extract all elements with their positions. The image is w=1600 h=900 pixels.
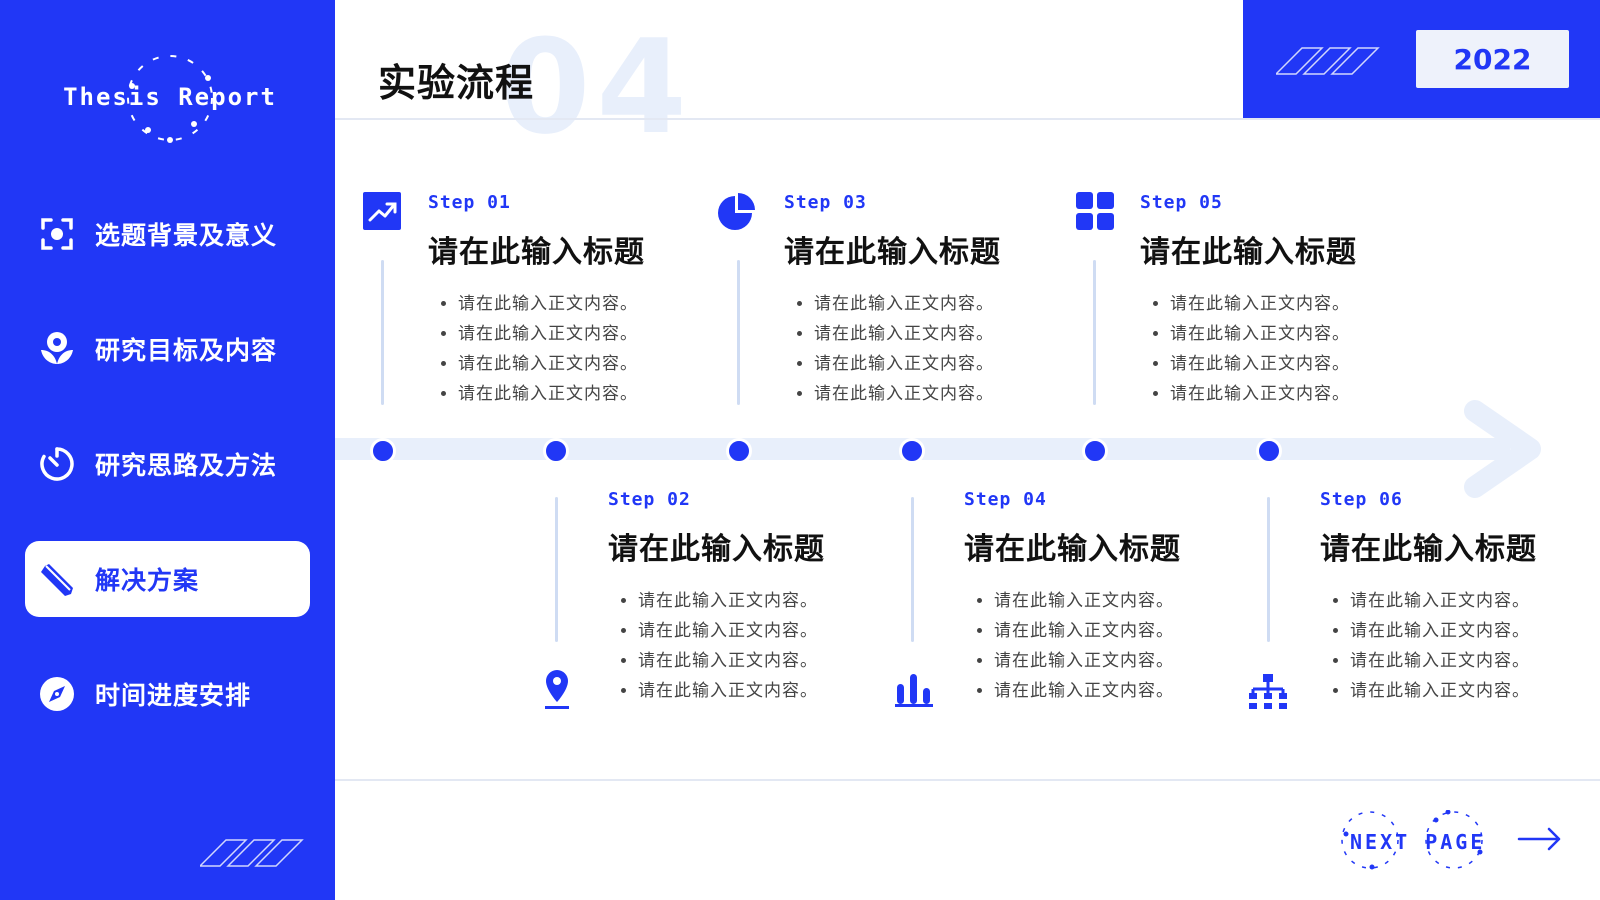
logo: Thesis Report [50, 52, 290, 144]
list-item: 请在此输入正文内容。 [994, 646, 1284, 676]
list-item: 请在此输入正文内容。 [994, 586, 1284, 616]
menu-item-solution[interactable]: 解决方案 [25, 541, 310, 617]
pencil-icon [37, 559, 77, 599]
page-title: 实验流程 [378, 61, 535, 105]
step-label: Step 02 [608, 489, 691, 510]
step-label: Step 03 [784, 192, 867, 213]
year-panel: 2022 [1243, 0, 1600, 118]
logo-text: Thesis Report [63, 83, 277, 111]
list-item: 请在此输入正文内容。 [458, 379, 748, 409]
step-bullets: 请在此输入正文内容。 请在此输入正文内容。 请在此输入正文内容。 请在此输入正文… [1140, 289, 1460, 409]
timeline-dot-step-03 [726, 438, 752, 464]
pie-chart-icon [718, 192, 758, 232]
list-item: 请在此输入正文内容。 [1170, 289, 1460, 319]
menu-item-label: 解决方案 [95, 566, 200, 595]
timeline-dot-step-02 [543, 438, 569, 464]
header-divider [335, 118, 1600, 120]
grid-icon [1076, 192, 1116, 232]
menu-item-label: 研究思路及方法 [95, 451, 278, 480]
list-item: 请在此输入正文内容。 [638, 646, 928, 676]
bar-chart-icon [895, 670, 935, 710]
flower-icon [37, 329, 77, 369]
logo-ring-decoration [127, 55, 213, 143]
section-number-watermark: 04 [500, 11, 693, 163]
timeline-dot-step-04 [899, 438, 925, 464]
list-item: 请在此输入正文内容。 [994, 676, 1284, 706]
timer-icon [37, 444, 77, 484]
next-page-ring-decoration [1341, 810, 1483, 870]
list-item: 请在此输入正文内容。 [638, 586, 928, 616]
step-bullets: 请在此输入正文内容。 请在此输入正文内容。 请在此输入正文内容。 请在此输入正文… [608, 586, 928, 706]
step-connector [555, 497, 558, 642]
list-item: 请在此输入正文内容。 [1350, 646, 1590, 676]
step-title: 请在此输入标题 [608, 532, 825, 567]
list-item: 请在此输入正文内容。 [1170, 319, 1460, 349]
list-item: 请在此输入正文内容。 [994, 616, 1284, 646]
step-04: Step 04 请在此输入标题 请在此输入正文内容。 请在此输入正文内容。 请在… [964, 489, 1284, 706]
step-01: Step 01 请在此输入标题 请在此输入正文内容。 请在此输入正文内容。 请在… [428, 192, 748, 409]
step-bullets: 请在此输入正文内容。 请在此输入正文内容。 请在此输入正文内容。 请在此输入正文… [1320, 586, 1590, 706]
step-05: Step 05 请在此输入标题 请在此输入正文内容。 请在此输入正文内容。 请在… [1140, 192, 1460, 409]
list-item: 请在此输入正文内容。 [814, 319, 1104, 349]
footer-divider [335, 779, 1600, 781]
step-label: Step 05 [1140, 192, 1223, 213]
step-bullets: 请在此输入正文内容。 请在此输入正文内容。 请在此输入正文内容。 请在此输入正文… [428, 289, 748, 409]
arrow-right-icon [1517, 827, 1561, 851]
next-page-label: NEXT PAGE [1350, 830, 1486, 854]
step-title: 请在此输入标题 [1140, 235, 1357, 270]
list-item: 请在此输入正文内容。 [814, 379, 1104, 409]
step-title: 请在此输入标题 [964, 532, 1181, 567]
step-bullets: 请在此输入正文内容。 请在此输入正文内容。 请在此输入正文内容。 请在此输入正文… [964, 586, 1284, 706]
step-connector [1093, 260, 1096, 405]
list-item: 请在此输入正文内容。 [458, 349, 748, 379]
compass-icon [37, 674, 77, 714]
step-label: Step 06 [1320, 489, 1403, 510]
menu-item-schedule[interactable]: 时间进度安排 [25, 656, 310, 732]
list-item: 请在此输入正文内容。 [638, 676, 928, 706]
timeline-dot-step-06 [1256, 438, 1282, 464]
step-title: 请在此输入标题 [784, 235, 1001, 270]
stripes-decoration [1276, 47, 1380, 75]
menu-item-goals[interactable]: 研究目标及内容 [25, 311, 310, 387]
list-item: 请在此输入正文内容。 [1350, 616, 1590, 646]
step-03: Step 03 请在此输入标题 请在此输入正文内容。 请在此输入正文内容。 请在… [784, 192, 1104, 409]
list-item: 请在此输入正文内容。 [458, 289, 748, 319]
step-title: 请在此输入标题 [1320, 532, 1537, 567]
list-item: 请在此输入正文内容。 [638, 616, 928, 646]
org-chart-icon [1249, 674, 1289, 714]
step-02: Step 02 请在此输入标题 请在此输入正文内容。 请在此输入正文内容。 请在… [608, 489, 928, 706]
next-page-button[interactable]: NEXT PAGE [1336, 810, 1586, 870]
list-item: 请在此输入正文内容。 [1170, 349, 1460, 379]
step-connector [911, 497, 914, 642]
sidebar: Thesis Report 选题背景及意义 研究目标及内容 [0, 0, 335, 900]
list-item: 请在此输入正文内容。 [1170, 379, 1460, 409]
step-connector [737, 260, 740, 405]
location-pin-icon [538, 668, 578, 709]
stripes-decoration [200, 839, 304, 867]
list-item: 请在此输入正文内容。 [458, 319, 748, 349]
menu-item-label: 时间进度安排 [95, 681, 252, 710]
timeline-dot-step-01 [370, 438, 396, 464]
menu-item-background[interactable]: 选题背景及意义 [25, 196, 310, 272]
step-title: 请在此输入标题 [428, 235, 645, 270]
menu-item-label: 研究目标及内容 [95, 336, 278, 365]
menu-item-methods[interactable]: 研究思路及方法 [25, 426, 310, 502]
step-connector [381, 260, 384, 405]
step-label: Step 01 [428, 192, 511, 213]
list-item: 请在此输入正文内容。 [814, 289, 1104, 319]
list-item: 请在此输入正文内容。 [1350, 586, 1590, 616]
scan-focus-icon [37, 214, 77, 254]
step-label: Step 04 [964, 489, 1047, 510]
step-06: Step 06 请在此输入标题 请在此输入正文内容。 请在此输入正文内容。 请在… [1320, 489, 1590, 706]
step-bullets: 请在此输入正文内容。 请在此输入正文内容。 请在此输入正文内容。 请在此输入正文… [784, 289, 1104, 409]
menu-item-label: 选题背景及意义 [95, 221, 278, 250]
list-item: 请在此输入正文内容。 [1350, 676, 1590, 706]
year-badge: 2022 [1416, 30, 1569, 88]
trend-chart-icon [363, 192, 403, 232]
step-connector [1267, 497, 1270, 642]
timeline-dot-step-05 [1082, 438, 1108, 464]
list-item: 请在此输入正文内容。 [814, 349, 1104, 379]
